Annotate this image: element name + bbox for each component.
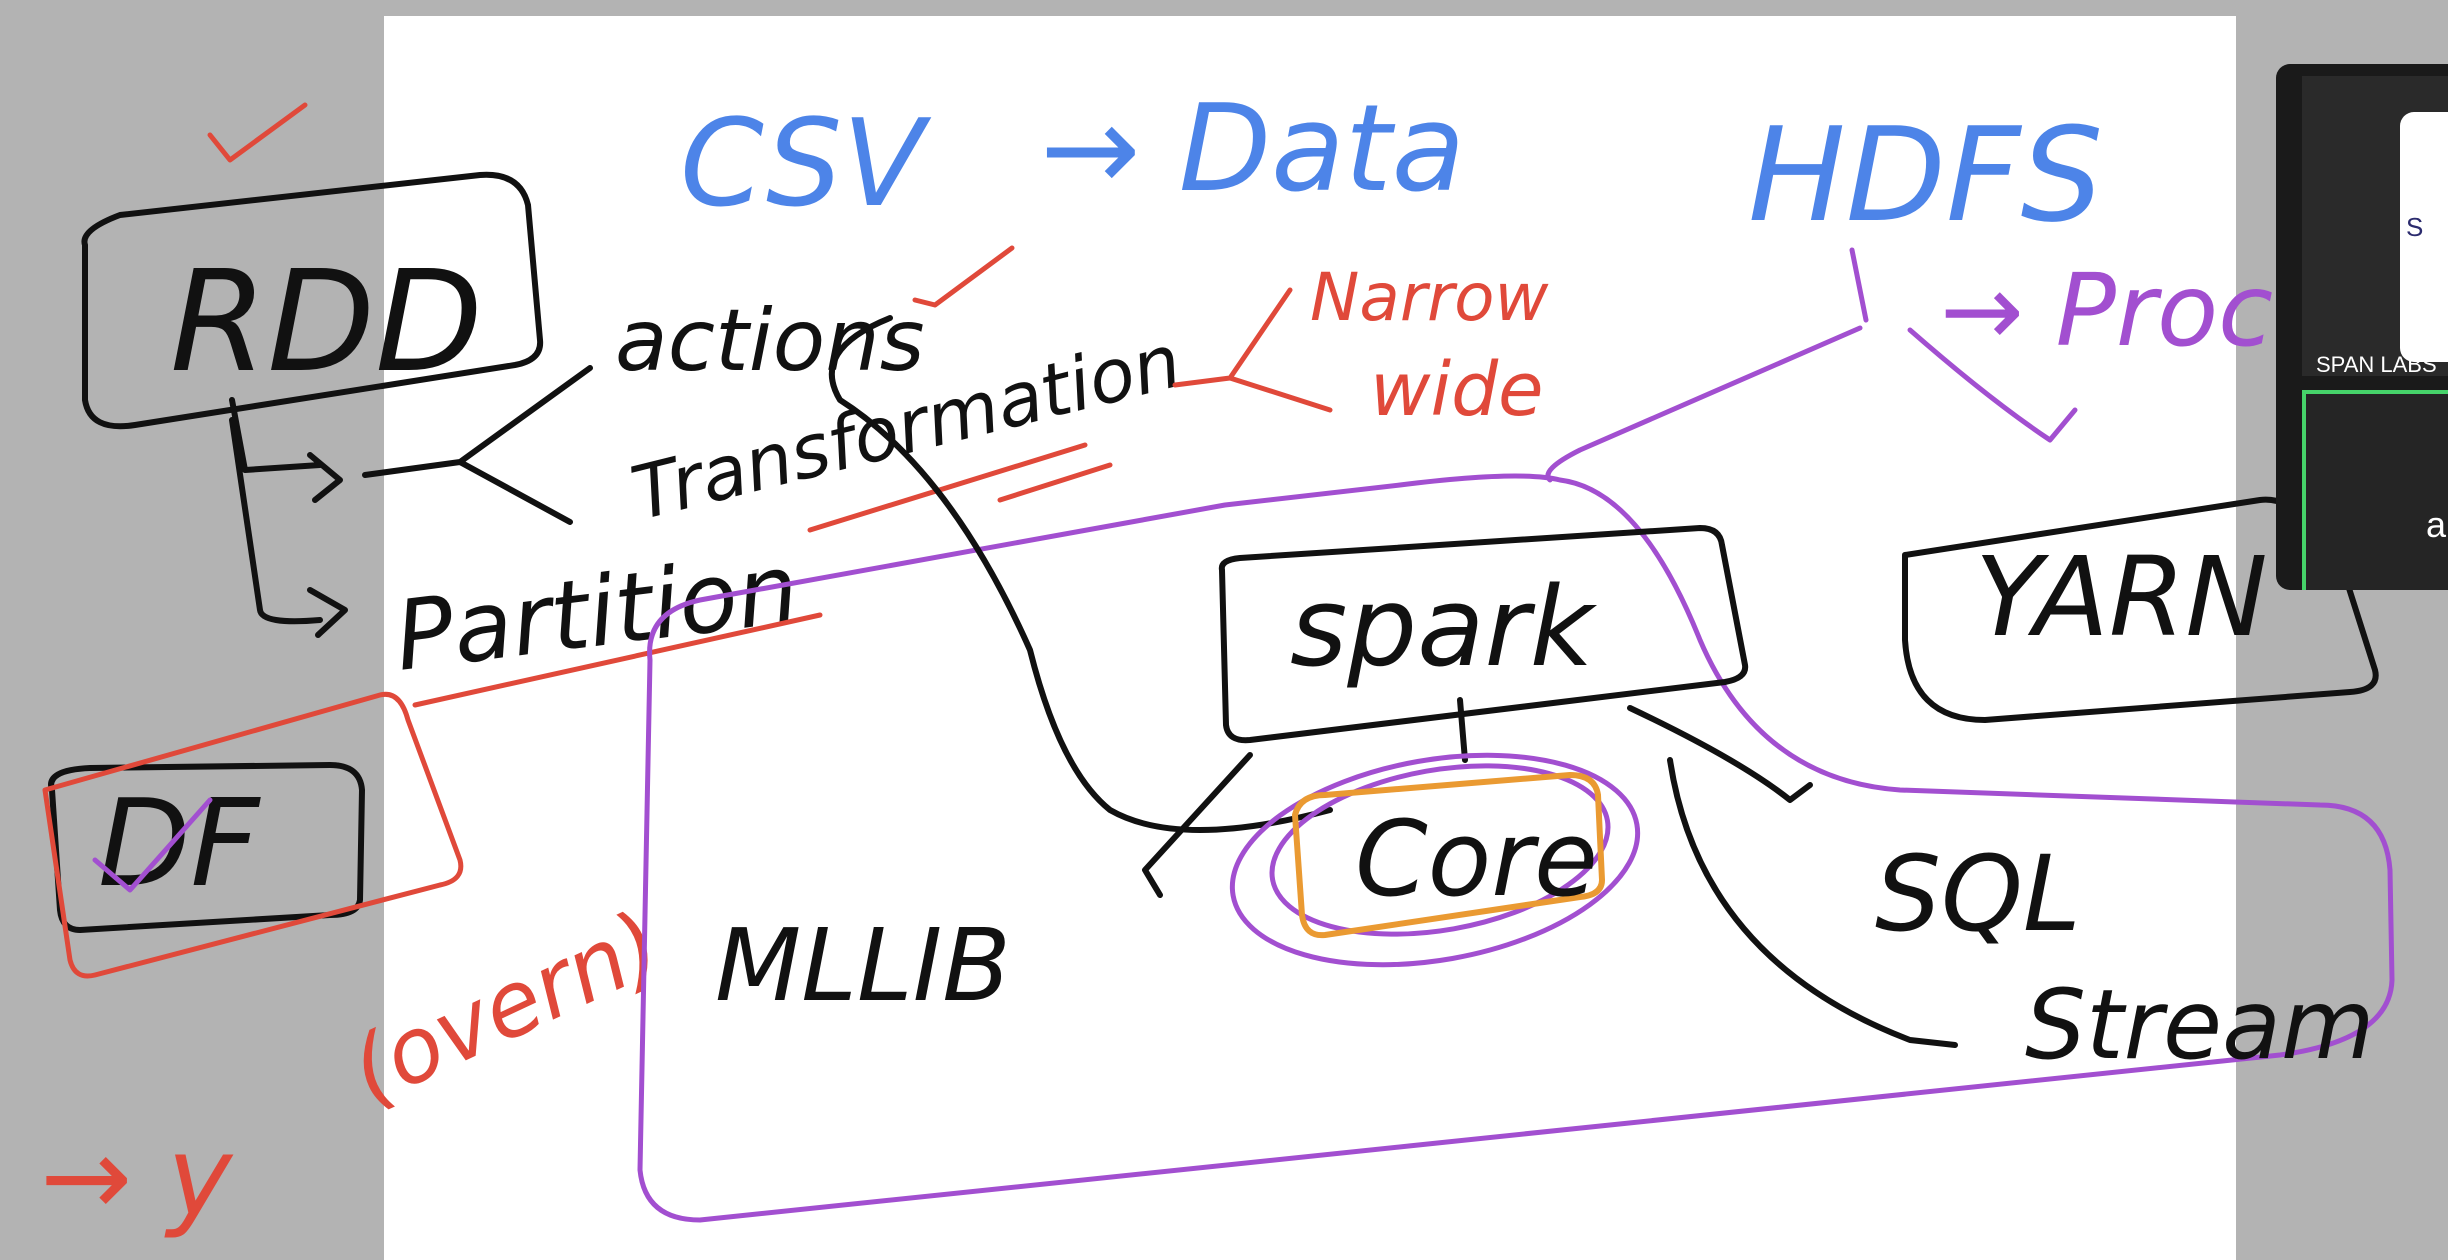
spark-ecosystem-outline bbox=[637, 473, 2395, 1223]
word-wide: wide bbox=[1370, 347, 1544, 433]
actions-to-core-curve bbox=[828, 315, 1333, 833]
word-spark: spark bbox=[1290, 563, 1598, 691]
word-actions: actions bbox=[615, 291, 925, 391]
word-hdfs: HDFS bbox=[1748, 99, 2103, 251]
span-labs-logo-letter: S bbox=[2406, 212, 2424, 242]
span-labs-logo: S bbox=[2400, 112, 2448, 362]
spark-box bbox=[1218, 525, 1749, 744]
word-narrow: Narrow bbox=[1310, 259, 1549, 336]
participant-name-span-labs: SPAN LABS bbox=[2316, 352, 2437, 377]
red-check-rdd bbox=[207, 102, 308, 163]
df-box-red bbox=[42, 691, 464, 979]
participant-tile-span-labs[interactable]: S bbox=[2302, 76, 2448, 376]
rdd-connectors bbox=[229, 365, 593, 638]
word-sql: SQL bbox=[1875, 833, 2081, 955]
red-check-actions bbox=[912, 245, 1015, 308]
participant-tile-ashutoshh[interactable]: a ashutoshh bbox=[2302, 390, 2448, 590]
purple-check-df bbox=[92, 797, 213, 893]
core-inner-ellipse bbox=[1269, 763, 1611, 937]
word-arrow-data: → Data bbox=[1040, 80, 1465, 219]
word-yarn: YARN bbox=[1975, 533, 2268, 661]
word-core: Core bbox=[1355, 798, 1598, 920]
transformation-branch bbox=[1172, 287, 1333, 413]
word-process: → Proce bbox=[1940, 252, 2335, 369]
word-y-arrow: → y bbox=[40, 1113, 234, 1241]
word-rdd: RDD bbox=[170, 241, 483, 404]
spark-branches bbox=[1142, 697, 1958, 1048]
df-box-black bbox=[48, 762, 365, 933]
core-outer-ellipse bbox=[1229, 752, 1641, 968]
rdd-box bbox=[81, 171, 544, 430]
whiteboard-canvas[interactable] bbox=[384, 16, 2236, 1260]
word-mllib: MLLIB bbox=[715, 907, 1011, 1024]
core-orange-box bbox=[1292, 772, 1605, 939]
video-panel[interactable]: S SPAN LABS a ashutoshh bbox=[2276, 64, 2448, 590]
partition-underline bbox=[412, 612, 823, 708]
word-csv: CSV bbox=[680, 95, 932, 234]
transformation-underline bbox=[807, 442, 1113, 533]
word-stream: Stream bbox=[2025, 969, 2374, 1081]
word-df: DF bbox=[98, 775, 261, 914]
participant-initial: a bbox=[2426, 504, 2447, 545]
